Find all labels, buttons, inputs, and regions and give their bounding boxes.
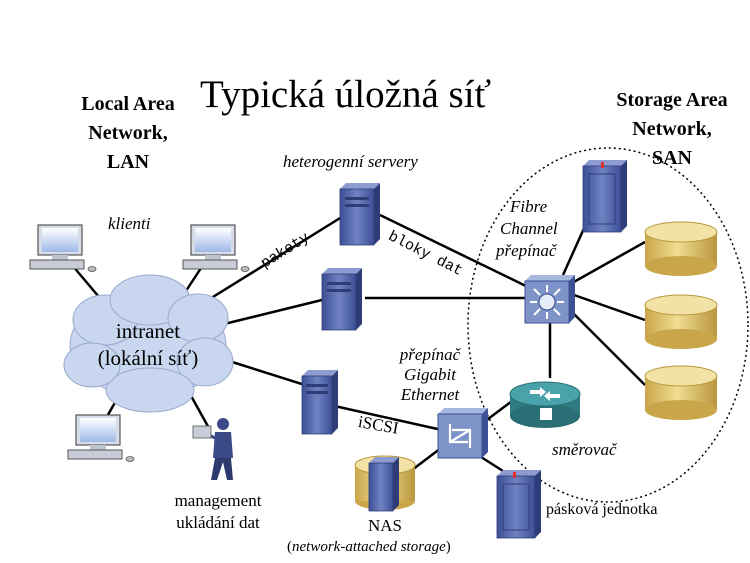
nas-sublabel-paren: ) (445, 539, 451, 555)
lan-heading-line: LAN (106, 151, 150, 173)
gbe-switch-label-line: přepínač (399, 345, 461, 364)
disk-storage-icon (644, 365, 718, 420)
router-label: směrovač (552, 440, 617, 459)
disk-storage-icon (644, 294, 718, 349)
router-icon (509, 381, 581, 428)
gigabit-ethernet-switch-icon (437, 408, 488, 459)
san-heading-line: SAN (651, 147, 692, 169)
gbe-switch-label-line: Ethernet (400, 385, 460, 404)
lan-heading-line: Network, (88, 122, 168, 144)
diagram-title: Typická úložná síť (200, 73, 492, 116)
management-label-line: ukládání dat (176, 513, 260, 532)
gbe-switch-label-line: Gigabit (404, 365, 456, 384)
lan-heading: Local Area Network, LAN (58, 90, 198, 177)
clients-label: klienti (108, 214, 151, 233)
nas-label: NAS (368, 516, 403, 535)
intranet-label-line: intranet (115, 319, 181, 343)
management-label: management ukládání dat (158, 490, 278, 534)
fibre-channel-switch-icon (524, 275, 575, 324)
client-computer-icon (182, 224, 250, 272)
intranet-cloud (63, 274, 234, 413)
tape-unit-label: pásková jednotka (546, 501, 658, 518)
disk-storage-icon (644, 221, 718, 276)
nas-sublabel-text: network-attached storage (292, 539, 446, 555)
san-heading-line: Storage Area (616, 89, 728, 111)
client-computer-icon (29, 224, 97, 272)
nas-sublabel-paren: ( (287, 539, 292, 555)
server-icon (339, 183, 380, 246)
storage-array-icon (582, 160, 627, 233)
gbe-switch-label: přepínač Gigabit Ethernet (390, 345, 470, 405)
nas-sublabel: (network-attached storage) (287, 539, 451, 556)
fc-switch-label: Fibre Channel přepínač (496, 196, 558, 262)
client-computer-icon (67, 414, 135, 462)
management-label-line: management (174, 491, 262, 510)
server-icon (301, 370, 338, 435)
tape-unit-icon (496, 470, 541, 539)
san-heading-line: Network, (632, 118, 712, 140)
intranet-label-line: (lokální síť) (97, 346, 199, 370)
server-icon (321, 268, 362, 331)
fc-switch-label-line: Fibre (510, 197, 548, 216)
nas-storage-icon (354, 455, 416, 512)
lan-heading-line: Local Area (81, 93, 175, 115)
san-heading: Storage Area Network, SAN (592, 86, 750, 173)
intranet-label: intranet (lokální síť) (78, 318, 218, 372)
servers-label: heterogenní servery (283, 152, 418, 171)
fc-switch-label-line: Channel (500, 219, 558, 238)
administrator-person-icon (192, 418, 233, 480)
fc-switch-label-line: přepínač (496, 241, 557, 260)
san-boundary (467, 147, 749, 503)
